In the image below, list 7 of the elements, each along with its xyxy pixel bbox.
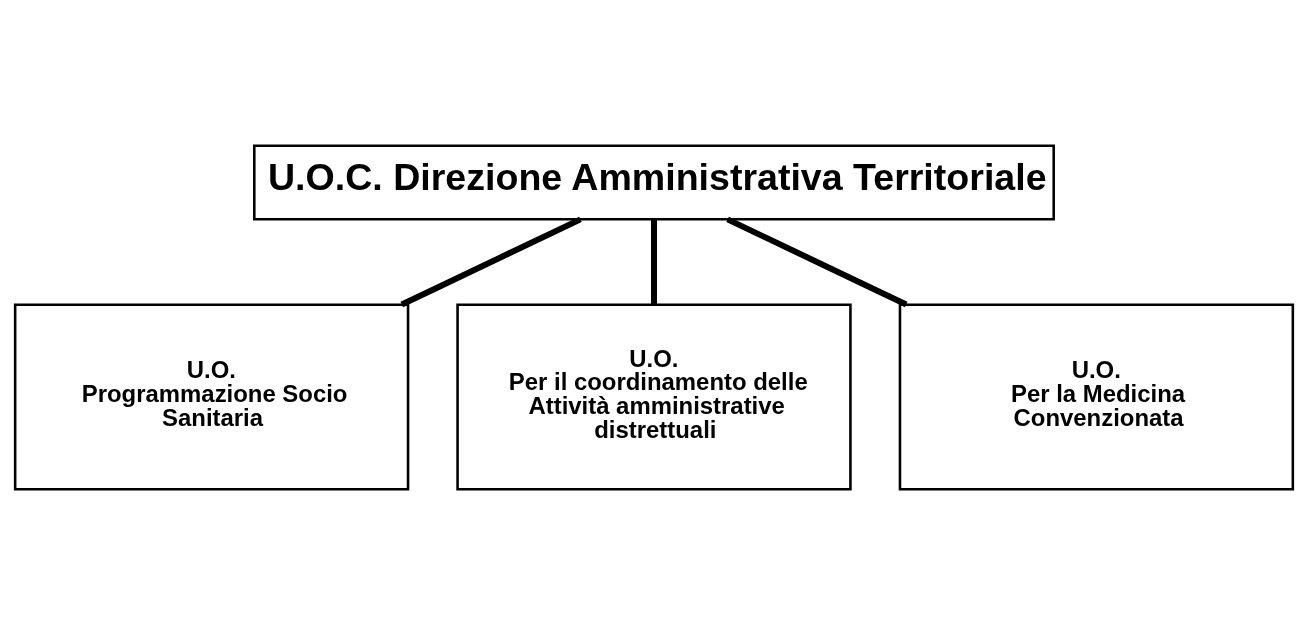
connector bbox=[726, 216, 908, 308]
node-box: U.O. Programmazione Socio Sanitaria bbox=[13, 303, 410, 491]
connector bbox=[400, 216, 582, 308]
node-box: U.O. Per il coordinamento delle Attività amministrative distrettuali bbox=[456, 303, 852, 491]
node-box: U.O.C. Direzione Amministrativa Territoriale bbox=[253, 144, 1055, 221]
connector bbox=[651, 219, 657, 305]
node-box: U.O. Per la Medicina Convenzionata bbox=[898, 303, 1295, 491]
